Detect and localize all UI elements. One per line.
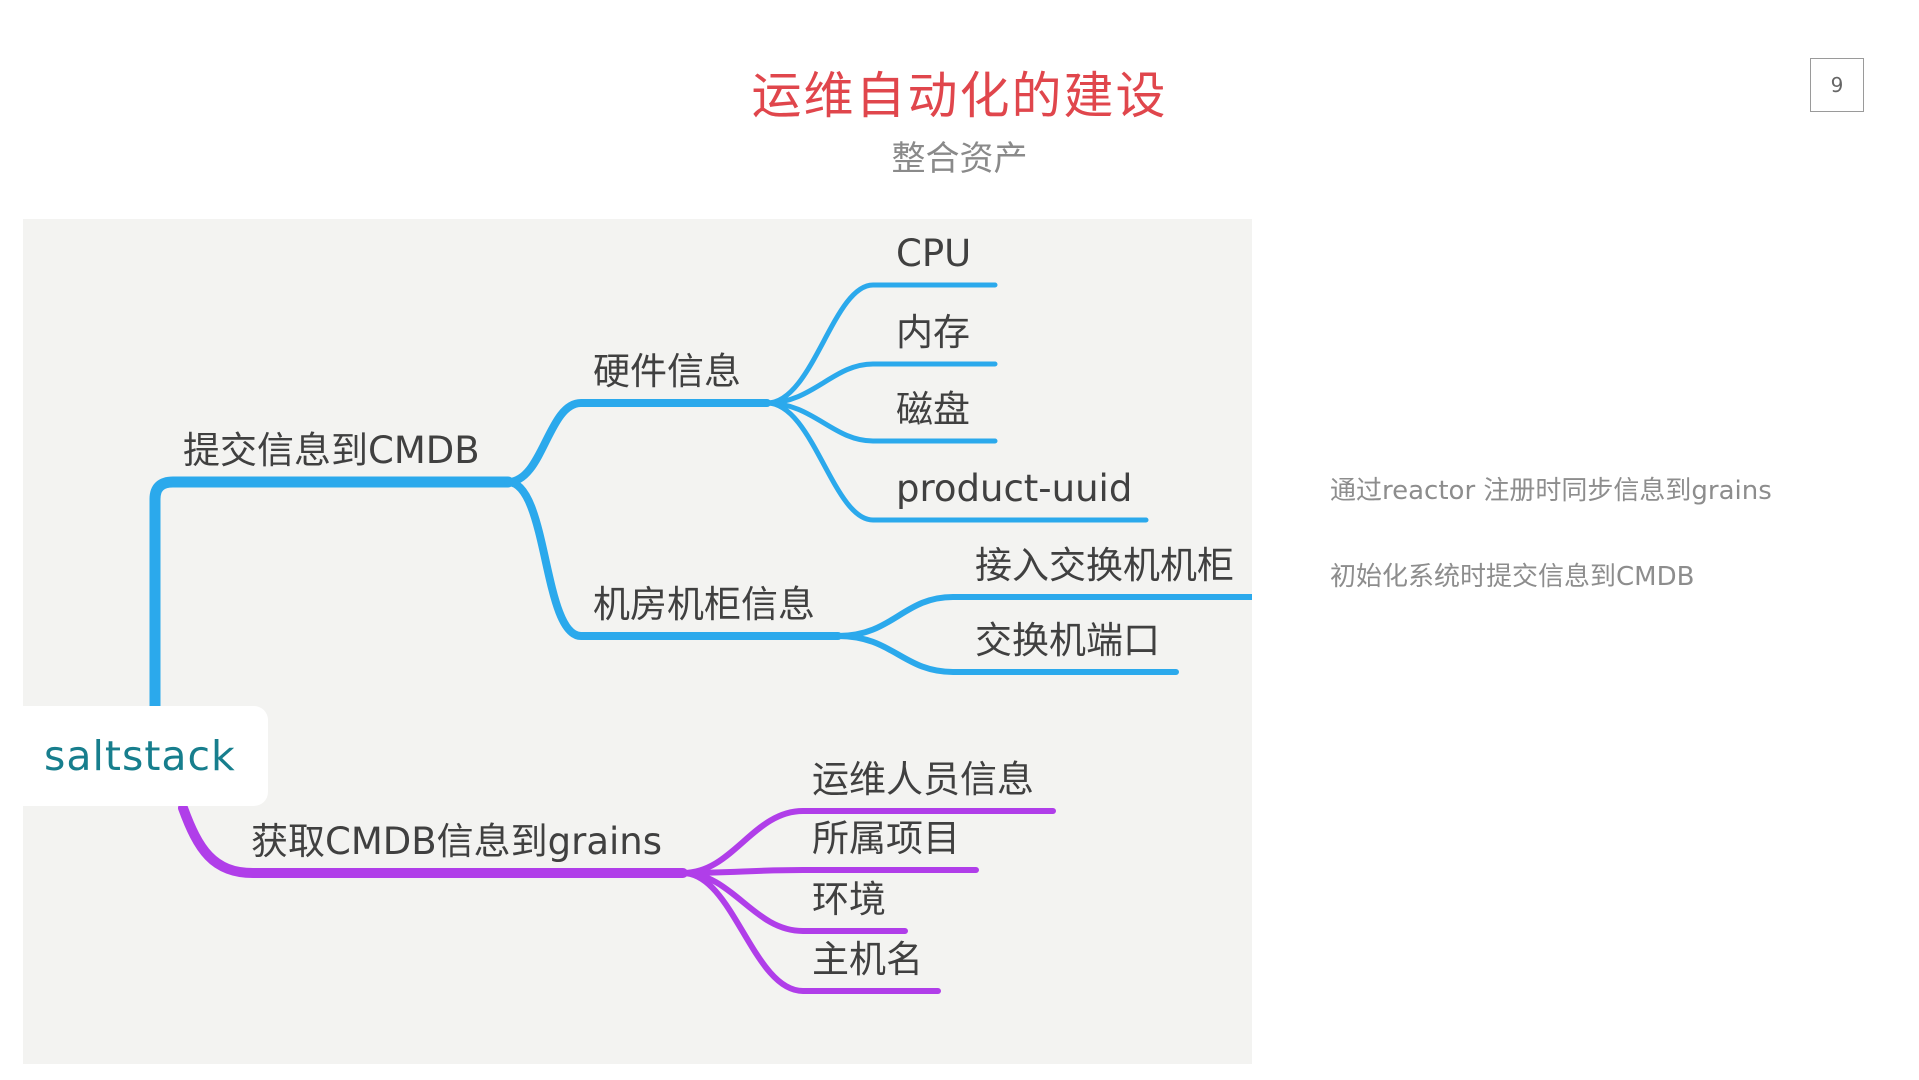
note-init-submit: 初始化系统时提交信息到CMDB — [1330, 562, 1695, 592]
mindmap-diagram: 提交信息到CMDB 硬件信息 机房机柜信息 CPU 内存 磁盘 product-… — [23, 219, 1252, 1064]
node-submit-to-cmdb: 提交信息到CMDB — [183, 429, 480, 472]
node-hostname: 主机名 — [812, 938, 923, 981]
edge-get-to-hostname — [680, 870, 941, 994]
mindmap-canvas: 提交信息到CMDB 硬件信息 机房机柜信息 CPU 内存 磁盘 product-… — [149, 232, 1252, 994]
edge-hardware-to-uuid — [764, 400, 1149, 523]
node-hardware-info: 硬件信息 — [593, 350, 741, 393]
edge-submit-to-hardware — [504, 399, 771, 486]
node-environment: 环境 — [812, 878, 886, 921]
root-node-box — [23, 706, 268, 806]
edge-get-to-project — [680, 867, 979, 876]
edge-room-to-switch-port — [835, 633, 1179, 675]
node-memory: 内存 — [896, 311, 970, 354]
edge-submit-to-room — [504, 478, 842, 640]
slide-subtitle: 整合资产 — [891, 139, 1028, 179]
note-reactor-sync: 通过reactor 注册时同步信息到grains — [1330, 476, 1772, 506]
node-get-cmdb-to-grains: 获取CMDB信息到grains — [251, 820, 662, 863]
page-number: 9 — [1810, 58, 1864, 112]
edge-hardware-to-memory — [764, 361, 998, 406]
slide-title: 运维自动化的建设 — [751, 67, 1168, 125]
node-cpu: CPU — [896, 232, 971, 275]
node-disk: 磁盘 — [896, 388, 970, 431]
edge-root-to-submit — [149, 476, 514, 725]
edge-hardware-to-disk — [764, 400, 998, 444]
edge-root-to-get — [178, 803, 688, 878]
node-room-cabinet-info: 机房机柜信息 — [593, 583, 815, 626]
node-access-switch-cabinet: 接入交换机机柜 — [975, 544, 1234, 587]
edge-hardware-to-cpu — [764, 282, 998, 406]
node-project: 所属项目 — [812, 817, 960, 860]
node-ops-staff-info: 运维人员信息 — [812, 758, 1034, 801]
root-node-saltstack: saltstack — [44, 732, 236, 780]
node-product-uuid: product-uuid — [896, 467, 1132, 510]
edge-room-to-switch-cabinet — [835, 594, 1252, 639]
node-switch-port: 交换机端口 — [975, 619, 1160, 662]
